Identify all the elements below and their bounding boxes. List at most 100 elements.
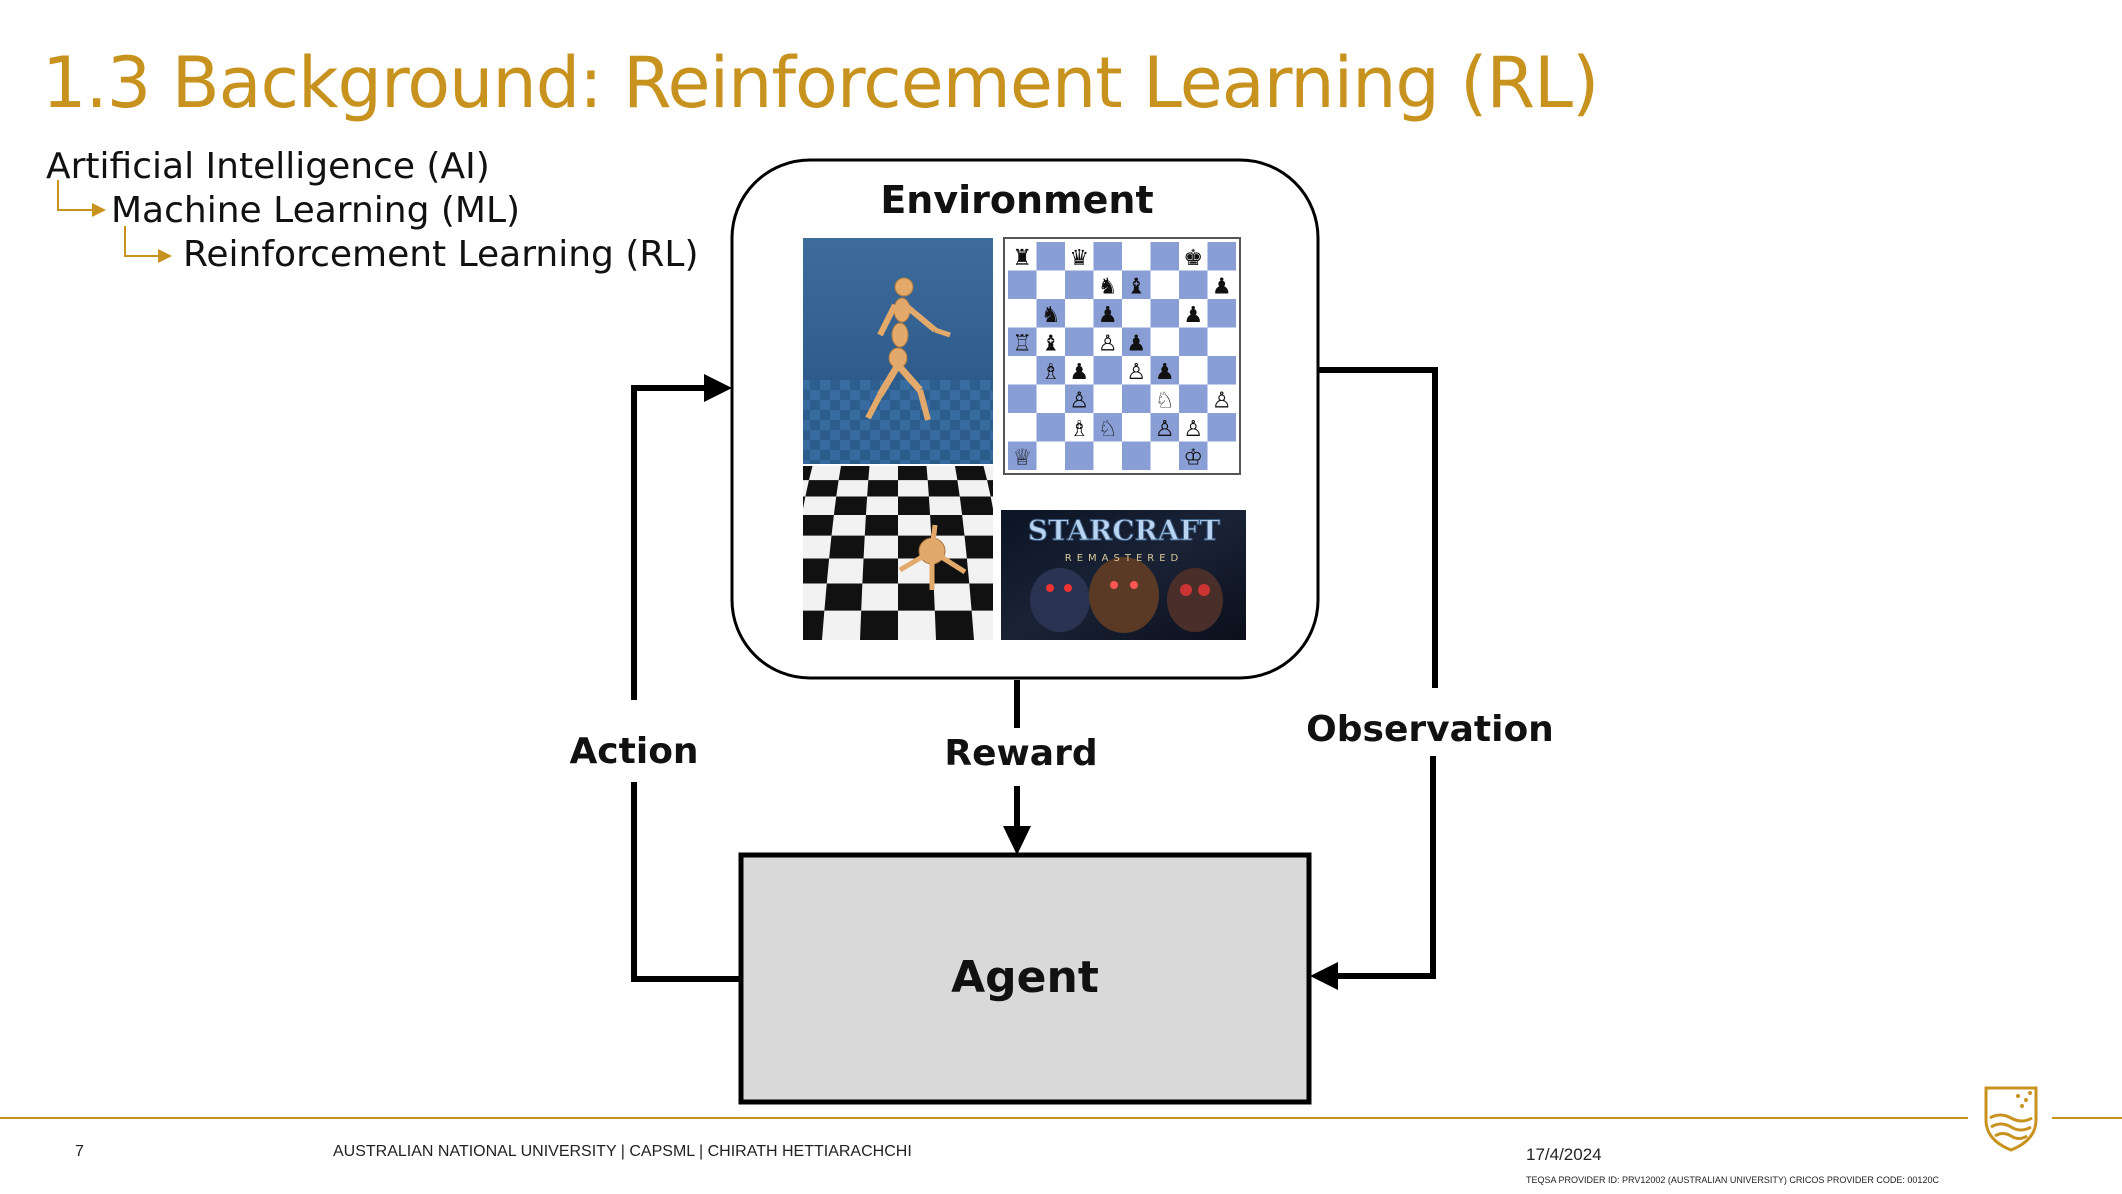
chess-square bbox=[1093, 384, 1122, 413]
chess-square bbox=[1036, 270, 1065, 299]
hierarchy-arrow-icon bbox=[124, 226, 158, 257]
chess-square bbox=[1065, 356, 1094, 385]
footer-teqsa: TEQSA PROVIDER ID: PRV12002 (AUSTRALIAN … bbox=[1526, 1175, 1939, 1185]
chess-square bbox=[1179, 327, 1208, 356]
chess-square bbox=[1150, 327, 1179, 356]
chess-square bbox=[1008, 270, 1037, 299]
chess-piece-icon: ♖ bbox=[1012, 331, 1032, 356]
checker-tile bbox=[898, 466, 928, 481]
chess-piece-icon: ♗ bbox=[1041, 360, 1061, 385]
agent-box bbox=[738, 852, 1312, 1105]
anu-crest-icon bbox=[1984, 1086, 2038, 1152]
chess-square bbox=[1122, 356, 1151, 385]
checker-tile bbox=[864, 514, 898, 536]
chess-square bbox=[1150, 384, 1179, 413]
chess-square bbox=[1008, 327, 1037, 356]
checker-tile bbox=[829, 535, 865, 559]
chess-square bbox=[1008, 299, 1037, 328]
chess-square bbox=[1179, 270, 1208, 299]
chess-piece-icon: ♞ bbox=[1041, 303, 1061, 328]
checker-tile bbox=[959, 496, 993, 515]
footer-credits: AUSTRALIAN NATIONAL UNIVERSITY | CAPSML … bbox=[333, 1143, 912, 1160]
starcraft-logo: STARCRAFT bbox=[1028, 514, 1221, 547]
chess-square bbox=[1008, 356, 1037, 385]
chess-square bbox=[1065, 242, 1094, 271]
reward-label: Reward bbox=[944, 733, 1097, 774]
chess-square bbox=[1122, 441, 1151, 470]
chess-piece-icon: ♙ bbox=[1098, 331, 1118, 356]
chess-square bbox=[1008, 242, 1037, 271]
chess-square bbox=[1207, 384, 1236, 413]
chess-piece-icon: ♘ bbox=[1155, 388, 1175, 413]
observation-label: Observation bbox=[1306, 709, 1554, 750]
action-label: Action bbox=[569, 731, 698, 772]
chess-square bbox=[1150, 299, 1179, 328]
chess-piece-icon: ♙ bbox=[1212, 388, 1232, 413]
checker-tile bbox=[930, 514, 965, 536]
checker-tile bbox=[805, 480, 839, 497]
chess-square bbox=[1036, 413, 1065, 442]
chess-square bbox=[1179, 356, 1208, 385]
chess-piece-icon: ♟ bbox=[1183, 303, 1203, 328]
chess-square bbox=[1122, 384, 1151, 413]
chess-piece-icon: ♝ bbox=[1126, 274, 1146, 299]
chess-square bbox=[1122, 242, 1151, 271]
chess-piece-icon: ♞ bbox=[1098, 274, 1118, 299]
chess-piece-icon: ♙ bbox=[1155, 417, 1175, 442]
chess-square bbox=[1065, 270, 1094, 299]
chess-square bbox=[1065, 299, 1094, 328]
hierarchy-arrowhead-icon bbox=[92, 203, 106, 217]
action-arrow bbox=[631, 385, 741, 982]
chess-square bbox=[1207, 299, 1236, 328]
hierarchy-level3: Reinforcement Learning (RL) bbox=[183, 234, 699, 275]
chess-square bbox=[1036, 384, 1065, 413]
chess-piece-icon: ♟ bbox=[1155, 360, 1175, 385]
chess-square bbox=[1008, 384, 1037, 413]
chess-square bbox=[1093, 299, 1122, 328]
chess-piece-icon: ♗ bbox=[1069, 417, 1089, 442]
checker-tile bbox=[838, 466, 870, 481]
checker-tile bbox=[932, 558, 970, 584]
observation-arrowhead-icon bbox=[1310, 962, 1338, 990]
chess-square bbox=[1036, 327, 1065, 356]
chess-square bbox=[1093, 356, 1122, 385]
checker-tile bbox=[898, 496, 931, 515]
chess-square bbox=[1065, 441, 1094, 470]
chess-square bbox=[1207, 356, 1236, 385]
chess-piece-icon: ♙ bbox=[1183, 417, 1203, 442]
checker-tile bbox=[860, 610, 898, 640]
checker-tile bbox=[867, 480, 898, 497]
checker-tile bbox=[955, 466, 988, 481]
chess-square bbox=[1093, 270, 1122, 299]
checker-tile bbox=[934, 610, 974, 640]
chess-piece-icon: ♟ bbox=[1098, 303, 1118, 328]
chess-square bbox=[1179, 384, 1208, 413]
checker-tile bbox=[964, 535, 993, 559]
chess-square bbox=[1207, 441, 1236, 470]
chess-square bbox=[1093, 327, 1122, 356]
chess-piece-icon: ♟ bbox=[1212, 274, 1232, 299]
checker-tile bbox=[898, 583, 935, 611]
checker-tile bbox=[927, 480, 960, 497]
starcraft-subtitle: REMASTERED bbox=[1065, 553, 1183, 564]
observation-arrow bbox=[1318, 367, 1438, 979]
checker-tile bbox=[833, 496, 868, 515]
chess-square bbox=[1093, 413, 1122, 442]
chess-square bbox=[1122, 413, 1151, 442]
chess-square bbox=[1150, 356, 1179, 385]
ant-checkerboard-image bbox=[803, 466, 993, 640]
chess-square bbox=[1150, 441, 1179, 470]
chess-square bbox=[1036, 356, 1065, 385]
chess-square bbox=[1179, 242, 1208, 271]
chess-piece-icon: ♙ bbox=[1126, 360, 1146, 385]
reward-arrowhead-icon bbox=[1003, 826, 1031, 855]
ant-robot-icon bbox=[898, 524, 967, 590]
hierarchy-arrowhead-icon bbox=[158, 249, 172, 263]
checker-tile bbox=[803, 610, 825, 640]
chess-square bbox=[1207, 242, 1236, 271]
chess-square bbox=[1036, 242, 1065, 271]
hierarchy-level2: Machine Learning (ML) bbox=[111, 190, 521, 231]
chess-square bbox=[1150, 413, 1179, 442]
